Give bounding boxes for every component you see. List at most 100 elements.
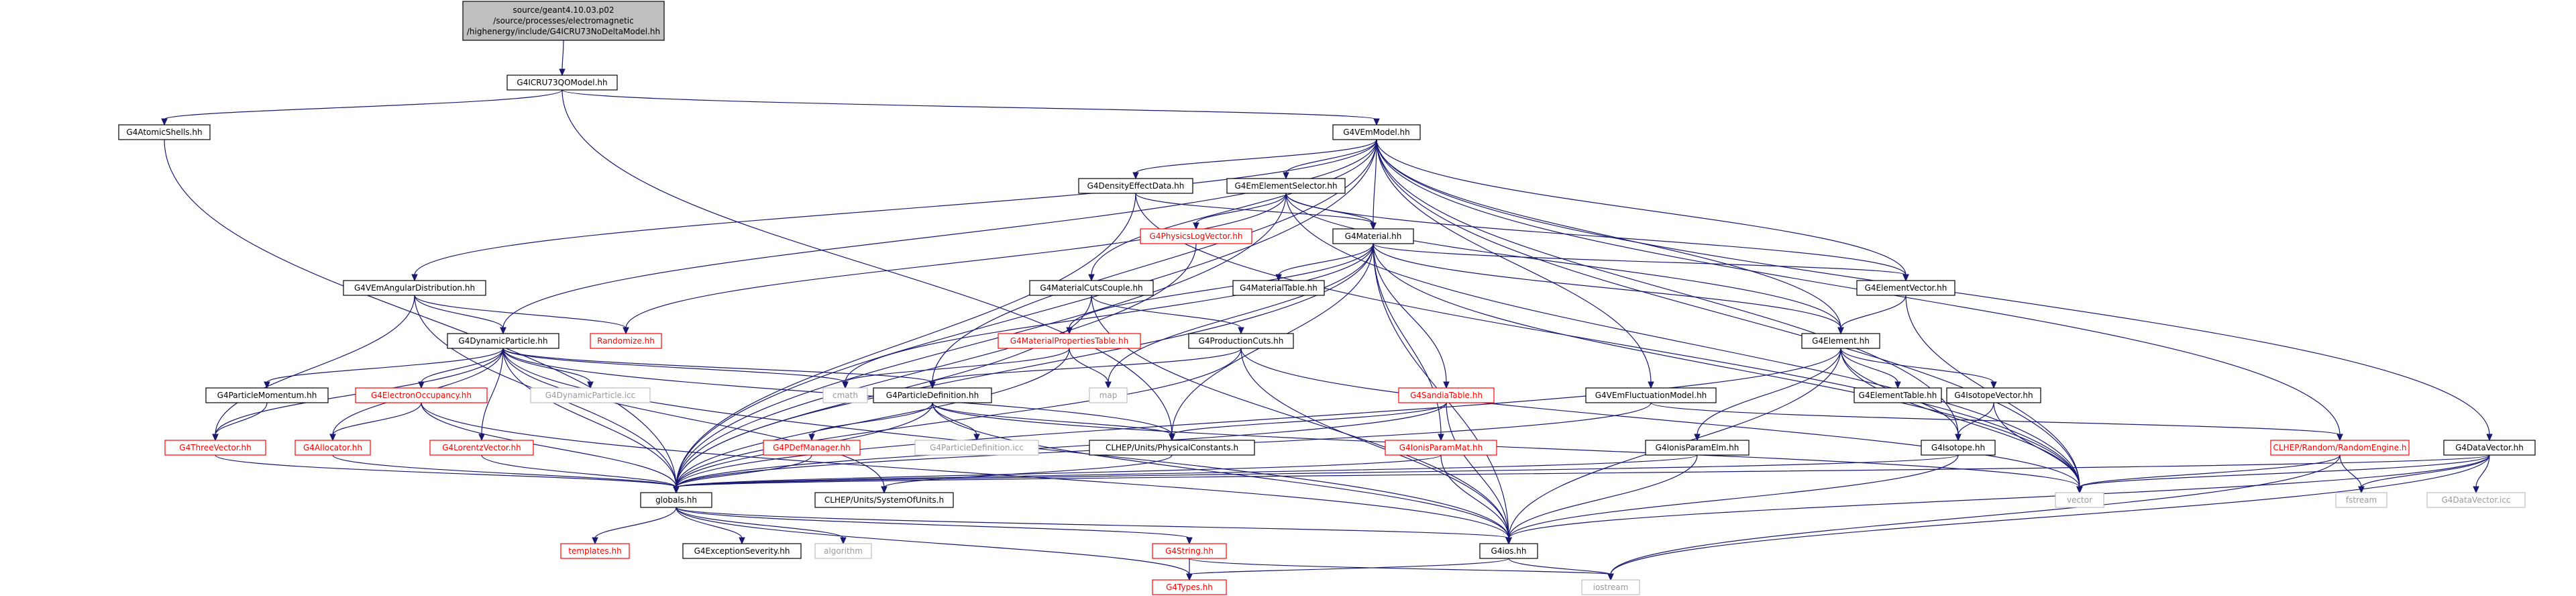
- file-node-box: [560, 543, 630, 559]
- file-node-g4types[interactable]: G4Types.hh: [1152, 579, 1227, 595]
- file-node-lorentzvector[interactable]: G4LorentzVector.hh: [429, 440, 534, 456]
- file-node-label: G4DataVector.icc: [2441, 495, 2510, 505]
- file-node-label: G4MaterialPropertiesTable.hh: [1010, 336, 1128, 346]
- file-node-isotope[interactable]: G4Isotope.hh: [1921, 440, 1996, 456]
- file-node-box: [1585, 387, 1717, 403]
- include-edge-emelementselector-to-material: [1285, 193, 1377, 230]
- file-node-label: G4ios.hh: [1491, 546, 1527, 556]
- file-node-vemfluctuation[interactable]: G4VEmFluctuationModel.hh: [1585, 387, 1717, 403]
- file-node-randomengine[interactable]: CLHEP/Random/RandomEngine.h: [2270, 440, 2410, 456]
- file-node-box: [1854, 387, 1942, 403]
- file-node-label: CLHEP/Units/SystemOfUnits.h: [824, 495, 944, 505]
- file-node-ionisparamelm[interactable]: G4IonisParamElm.hh: [1645, 440, 1750, 456]
- file-node-label: G4Isotope.hh: [1931, 443, 1985, 452]
- file-node-emelementselector[interactable]: G4EmElementSelector.hh: [1226, 178, 1346, 194]
- file-node-root[interactable]: source/geant4.10.03.p02/source/processes…: [462, 1, 665, 41]
- file-node-element[interactable]: G4Element.hh: [1801, 333, 1880, 349]
- file-node-box: [1801, 333, 1880, 349]
- file-node-label: G4IonisParamMat.hh: [1399, 443, 1483, 452]
- file-node-label: G4MaterialCutsCouple.hh: [1040, 283, 1142, 293]
- file-node-label: G4ElectronOccupancy.hh: [371, 391, 472, 400]
- file-node-randomize[interactable]: Randomize.hh: [590, 333, 662, 349]
- file-node-box: [914, 440, 1039, 456]
- file-node-box: [590, 333, 662, 349]
- file-node-materialproperties[interactable]: G4MaterialPropertiesTable.hh: [998, 333, 1141, 349]
- file-node-particlemomentum[interactable]: G4ParticleMomentum.hh: [205, 387, 329, 403]
- file-node-dynamicparticle[interactable]: G4DynamicParticle.hh: [447, 333, 559, 349]
- file-node-threevector[interactable]: G4ThreeVector.hh: [164, 440, 266, 456]
- include-edge-isotopevector-to-isotope: [1955, 402, 1994, 442]
- file-node-vemmodel[interactable]: G4VEmModel.hh: [1332, 124, 1421, 140]
- file-node-label: templates.hh: [568, 546, 621, 556]
- file-node-box: [447, 333, 559, 349]
- include-edge-ionisparamelm-to-g4ios: [1505, 454, 1698, 545]
- file-node-sandiatable[interactable]: G4SandiaTable.hh: [1398, 387, 1495, 403]
- file-node-systemofunits[interactable]: CLHEP/Units/SystemOfUnits.h: [814, 492, 954, 508]
- file-node-pdefmanager[interactable]: G4PDefManager.hh: [763, 440, 861, 456]
- include-edge-vemmodel-to-vemangular: [411, 139, 1377, 282]
- file-node-box: [1332, 124, 1421, 140]
- file-node-vemangular[interactable]: G4VEmAngularDistribution.hh: [343, 280, 486, 296]
- include-edge-vemmodel-to-material: [1370, 139, 1377, 230]
- include-edge-datavector-to-iostream: [1607, 454, 2490, 581]
- include-edge-isotope-to-globals: [673, 454, 1959, 494]
- include-edge-icru73qo-to-atomicshells: [161, 89, 563, 126]
- include-edge-element-to-ionisparamelm: [1694, 348, 1841, 442]
- file-node-electronoccupancy[interactable]: G4ElectronOccupancy.hh: [355, 387, 488, 403]
- include-edge-datavector-to-fstream: [2358, 454, 2490, 494]
- file-node-label: G4LorentzVector.hh: [442, 443, 521, 452]
- file-node-particledefinition[interactable]: G4ParticleDefinition.hh: [873, 387, 992, 403]
- file-node-datavector[interactable]: G4DataVector.hh: [2443, 440, 2536, 456]
- file-node-g4string[interactable]: G4String.hh: [1152, 543, 1227, 559]
- file-node-elementvector[interactable]: G4ElementVector.hh: [1856, 280, 1955, 296]
- file-node-productioncuts[interactable]: G4ProductionCuts.hh: [1188, 333, 1294, 349]
- file-node-globals[interactable]: globals.hh: [640, 492, 712, 508]
- file-node-isotopevector[interactable]: G4IsotopeVector.hh: [1946, 387, 2041, 403]
- file-node-label: G4AtomicShells.hh: [126, 128, 202, 137]
- file-node-physicslogvector[interactable]: G4PhysicsLogVector.hh: [1140, 228, 1252, 244]
- file-node-templates[interactable]: templates.hh: [560, 543, 630, 559]
- file-node-materialtable[interactable]: G4MaterialTable.hh: [1232, 280, 1325, 296]
- file-node-materialcutscouple[interactable]: G4MaterialCutsCouple.hh: [1029, 280, 1154, 296]
- file-node-material[interactable]: G4Material.hh: [1332, 228, 1414, 244]
- file-node-label: G4ThreeVector.hh: [179, 443, 251, 452]
- file-node-elementtable[interactable]: G4ElementTable.hh: [1854, 387, 1942, 403]
- file-node-box: [1089, 387, 1128, 403]
- include-edge-g4string-to-iostream: [1189, 558, 1614, 581]
- file-node-box: [998, 333, 1141, 349]
- file-node-box: [429, 440, 534, 456]
- file-node-atomicshells[interactable]: G4AtomicShells.hh: [118, 124, 211, 140]
- file-node-box: [462, 1, 665, 41]
- file-node-allocator[interactable]: G4Allocator.hh: [294, 440, 371, 456]
- file-node-label: fstream: [2346, 495, 2377, 505]
- include-edge-material-to-sandiatable: [1373, 243, 1450, 389]
- file-node-label: G4ProductionCuts.hh: [1199, 336, 1284, 346]
- file-node-box: [873, 387, 992, 403]
- include-edge-dynamicparticle-to-particledefinition: [502, 348, 936, 389]
- include-edge-isotopevector-to-vector: [1993, 402, 2083, 494]
- include-edge-icru73qo-to-vemmodel: [561, 89, 1380, 126]
- include-edge-globals-to-templates: [592, 507, 677, 545]
- file-node-icru73qo[interactable]: G4ICRU73QOModel.hh: [506, 74, 618, 91]
- file-node-ionisparammat[interactable]: G4IonisParamMat.hh: [1385, 440, 1497, 456]
- file-node-label: G4ParticleDefinition.hh: [886, 391, 979, 400]
- include-edge-icru73qo-to-physicalconstants: [561, 89, 1175, 442]
- file-node-box: [1581, 579, 1640, 595]
- file-node-box: [343, 280, 486, 296]
- include-edge-g4ios-to-iostream: [1508, 558, 1614, 581]
- file-node-label: G4String.hh: [1165, 546, 1214, 556]
- file-node-label: map: [1099, 391, 1118, 400]
- file-node-g4ios[interactable]: G4ios.hh: [1479, 543, 1538, 559]
- include-edge-vemmodel-to-element: [1376, 139, 1844, 335]
- file-node-label: CLHEP/Random/RandomEngine.h: [2273, 443, 2407, 452]
- file-node-exceptionseverity[interactable]: G4ExceptionSeverity.hh: [682, 543, 802, 559]
- file-node-box: [294, 440, 371, 456]
- file-node-label: G4ParticleDefinition.icc: [930, 443, 1024, 452]
- file-node-label: G4PhysicsLogVector.hh: [1150, 232, 1243, 241]
- file-node-label: iostream: [1593, 583, 1629, 592]
- file-node-densityeffect[interactable]: G4DensityEffectData.hh: [1078, 178, 1193, 194]
- file-node-box: [1140, 228, 1252, 244]
- include-edge-vemmodel-to-vemfluctuation: [1376, 139, 1654, 389]
- file-node-box: [1645, 440, 1750, 456]
- file-node-physicalconstants[interactable]: CLHEP/Units/PhysicalConstants.h: [1089, 440, 1255, 456]
